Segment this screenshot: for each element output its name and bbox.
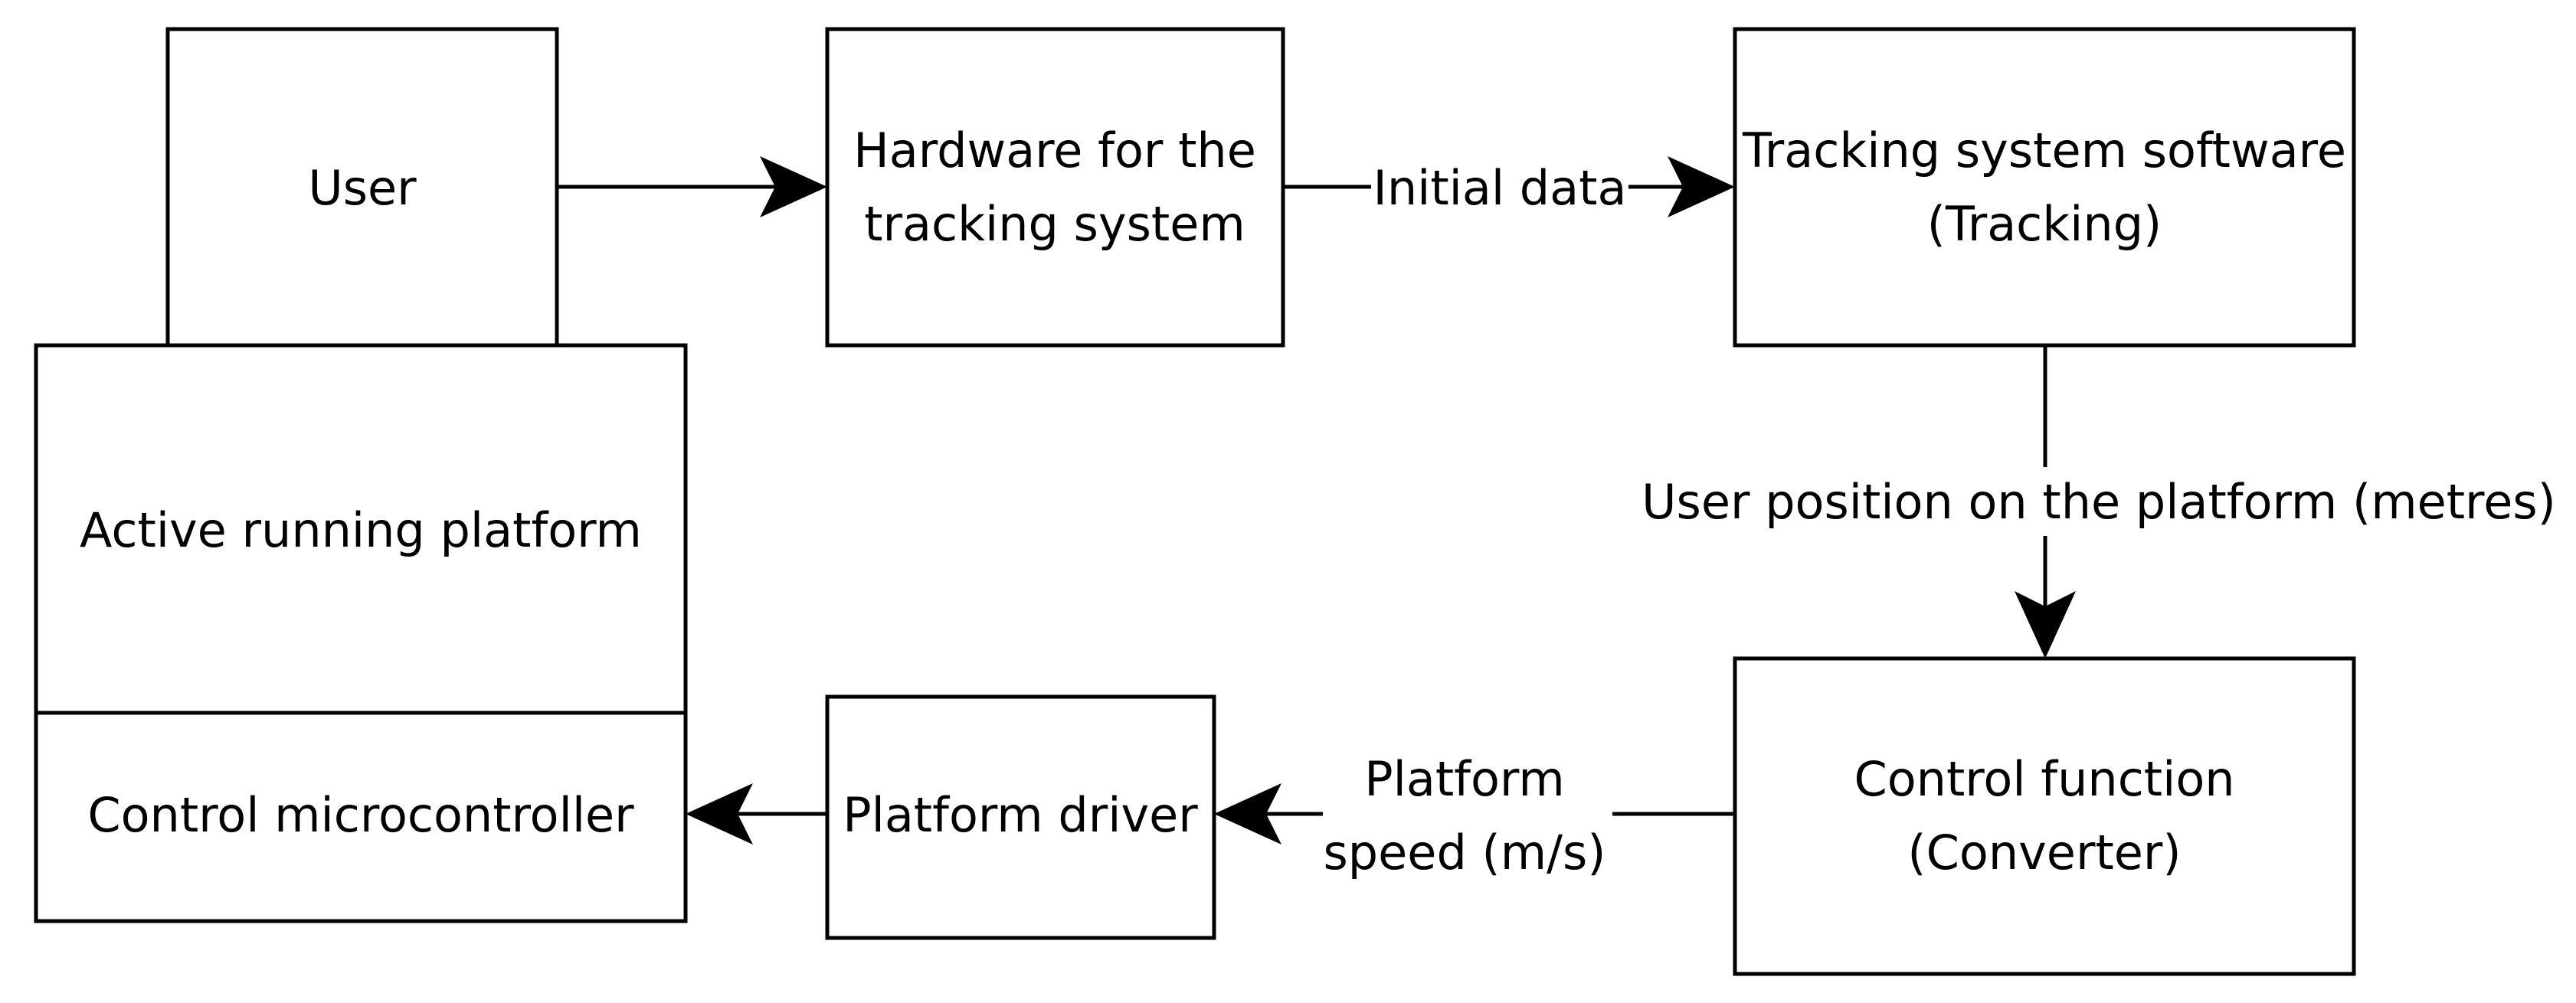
node-tracking-software-label-line2: (Tracking)	[1927, 196, 2162, 252]
node-control-function-label-line1: Control function	[1854, 751, 2234, 807]
node-active-running-platform	[34, 343, 688, 715]
node-hardware-label-line1: Hardware for the	[853, 123, 1256, 178]
arrowhead-driver-to-microcontroller	[686, 783, 753, 845]
node-active-running-platform-label: Active running platform	[80, 502, 642, 558]
arrowhead-user-to-hardware	[760, 156, 827, 217]
node-control-microcontroller	[34, 711, 688, 923]
arrowhead-control-to-driver	[1214, 783, 1281, 845]
node-hardware-label-line2: tracking system	[864, 196, 1245, 252]
edge-label-initial-data: Initial data	[1373, 160, 1627, 216]
arrowhead-hardware-to-tracking	[1668, 156, 1735, 217]
node-tracking-software	[1733, 27, 2356, 348]
edge-label-platform-speed-line1: Platform	[1364, 751, 1564, 807]
node-hardware	[825, 27, 1285, 348]
node-platform-driver	[825, 694, 1216, 940]
node-user	[165, 27, 559, 348]
node-platform-driver-label: Platform driver	[843, 787, 1198, 843]
arrowhead-tracking-to-control	[2015, 591, 2076, 658]
node-tracking-software-label-line1: Tracking system software	[1742, 123, 2346, 178]
node-control-function	[1733, 656, 2356, 976]
node-control-microcontroller-label: Control microcontroller	[87, 787, 634, 843]
edge-label-platform-speed-line2: speed (m/s)	[1324, 825, 1606, 880]
node-control-function-label-line2: (Converter)	[1907, 825, 2181, 880]
edge-label-user-position: User position on the platform (metres)	[1642, 474, 2556, 530]
node-user-label: User	[308, 160, 417, 216]
